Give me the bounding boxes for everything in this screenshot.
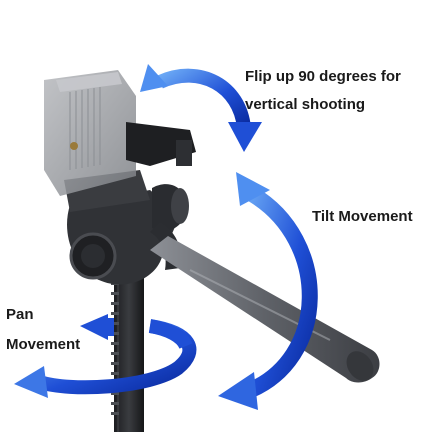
pan-label-line1: Pan <box>6 306 34 323</box>
tilt-arrow <box>218 172 318 410</box>
pan-handle <box>150 236 380 383</box>
tilt-label: Tilt Movement <box>312 208 413 225</box>
flip-label-line1: Flip up 90 degrees for <box>245 68 401 85</box>
center-column <box>111 260 144 432</box>
pan-arrow-front <box>148 319 193 350</box>
flip-label-line2: vertical shooting <box>245 96 366 113</box>
flip-arrow <box>140 64 262 152</box>
quick-release-plate <box>44 70 196 196</box>
pan-head <box>64 170 189 285</box>
pan-label-line2: Movement <box>6 336 81 353</box>
